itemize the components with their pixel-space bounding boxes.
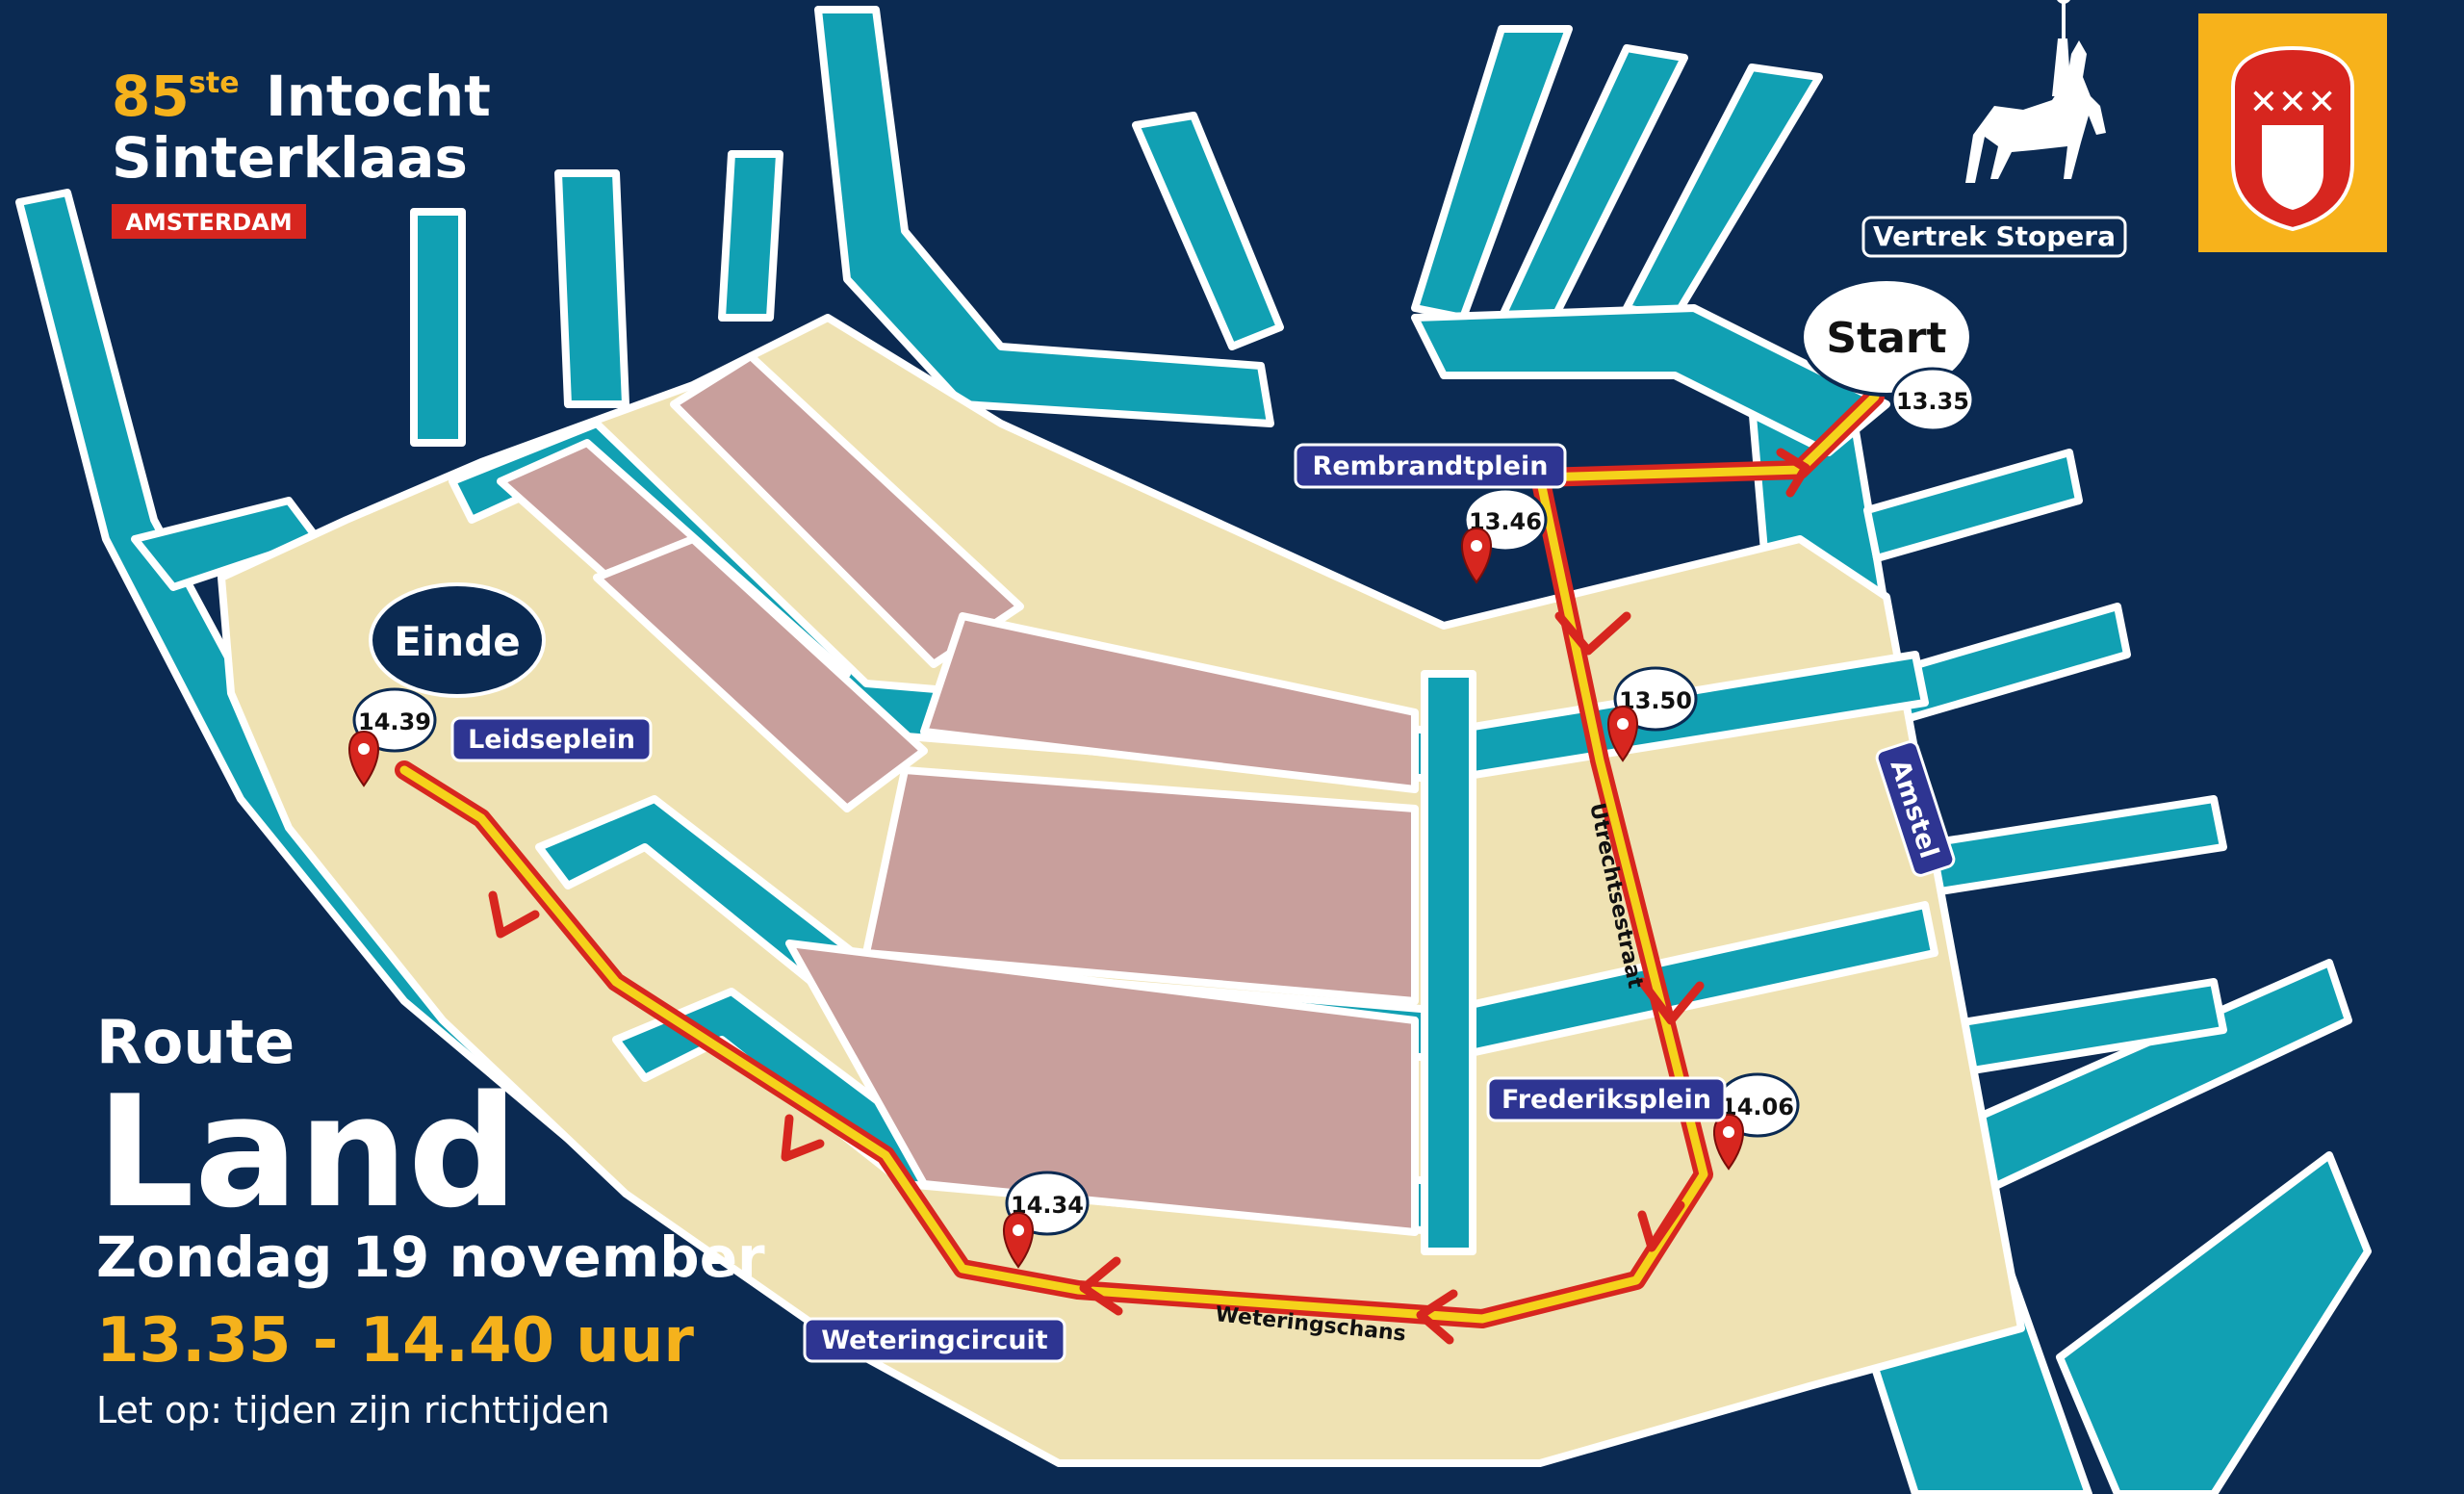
title-line-1: Intocht (266, 64, 491, 129)
route-date: Zondag 19 november (96, 1224, 765, 1290)
block-2 (670, 352, 1024, 668)
time-bubble (1890, 367, 1975, 432)
city-blocks (497, 352, 1419, 1236)
canal-east-2 (1863, 449, 2083, 562)
pin-icon (1713, 1113, 1744, 1171)
pin-icon (348, 730, 379, 787)
route-arrow-1 (1776, 448, 1810, 498)
pin-icon (1461, 527, 1492, 584)
reguliersgracht (1421, 670, 1476, 1255)
label-weteringcircuit: Weteringcircuit (803, 1317, 1066, 1363)
canal-north-1 (814, 6, 1274, 427)
canal-west-finger-3 (718, 150, 783, 322)
svg-text:Leidseplein: Leidseplein (468, 725, 635, 755)
sinterklaas-horse-icon (1965, 0, 2106, 183)
departure-marker: Vertrek Stopera (1861, 0, 2127, 258)
map-pins (348, 527, 1744, 1269)
canal-west-finger-2 (554, 169, 629, 408)
route-arrow-3 (1637, 977, 1705, 1025)
city-badge: AMSTERDAM (125, 209, 292, 236)
logo-crosses: ✕✕✕ (2249, 83, 2337, 122)
route-arrow-8 (488, 890, 540, 939)
city-badge-box (112, 204, 306, 239)
route-time-range: 13.35 - 14.40 uur (96, 1305, 694, 1377)
block-4 (593, 535, 928, 812)
route-info: Route Land Zondag 19 november 13.35 - 14… (96, 1007, 765, 1431)
canal-north-2 (1132, 112, 1284, 350)
logo-beard (2262, 125, 2323, 210)
canal-west-finger-1 (410, 208, 466, 447)
svg-text:Rembrandtplein: Rembrandtplein (1313, 451, 1549, 481)
place-labels: Rembrandtplein Leidseplein Frederiksplei… (450, 443, 1956, 1363)
title-line-2: Sinterklaas (112, 125, 468, 191)
block-6 (785, 940, 1419, 1236)
time-label: 14.39 (358, 708, 431, 735)
departure-label-box (1861, 216, 2127, 258)
route-arrow-4 (1637, 1200, 1685, 1252)
time-stop-start: 13.35 (1890, 367, 1975, 432)
svg-text:Weteringcircuit: Weteringcircuit (821, 1326, 1048, 1355)
poster-title: 85 ste Intocht Sinterklaas AMSTERDAM (112, 64, 491, 239)
route-label: Route (96, 1007, 295, 1077)
route-note: Let op: tijden zijn richttijden (96, 1389, 610, 1431)
route-name: Land (96, 1062, 518, 1242)
block-5 (862, 766, 1419, 1005)
route-arrow-7 (781, 1114, 825, 1162)
edition-number: 85 (112, 64, 190, 129)
end-bubble (369, 582, 546, 698)
start-label: Start (1826, 314, 1946, 363)
route-arrow-2 (1554, 611, 1631, 656)
route-line-inner (399, 392, 1880, 1324)
route-arrow-6 (1079, 1256, 1123, 1316)
start-bubble (1800, 277, 1973, 397)
svg-text:Frederiksplein: Frederiksplein (1502, 1085, 1711, 1115)
end-marker: Einde (369, 582, 546, 698)
pin-icon (1003, 1211, 1034, 1269)
parade-route (395, 387, 1885, 1345)
block-3 (920, 612, 1419, 793)
label-frederiksplein: Frederiksplein (1486, 1076, 1727, 1122)
departure-label: Vertrek Stopera (1873, 220, 2116, 252)
end-label: Einde (394, 618, 521, 665)
time-label: 13.35 (1896, 388, 1969, 415)
label-rembrandtplein: Rembrandtplein (1294, 443, 1567, 489)
route-arrow-5 (1416, 1289, 1458, 1345)
amstel-outlet (2056, 1151, 2372, 1494)
amsterdam-sinterklaas-shield-logo: ✕✕✕ (2198, 13, 2387, 252)
pin-icon (1607, 705, 1638, 762)
label-leidseplein: Leidseplein (450, 716, 653, 762)
edition-suffix: ste (189, 66, 240, 100)
start-marker: Start (1800, 277, 1973, 397)
